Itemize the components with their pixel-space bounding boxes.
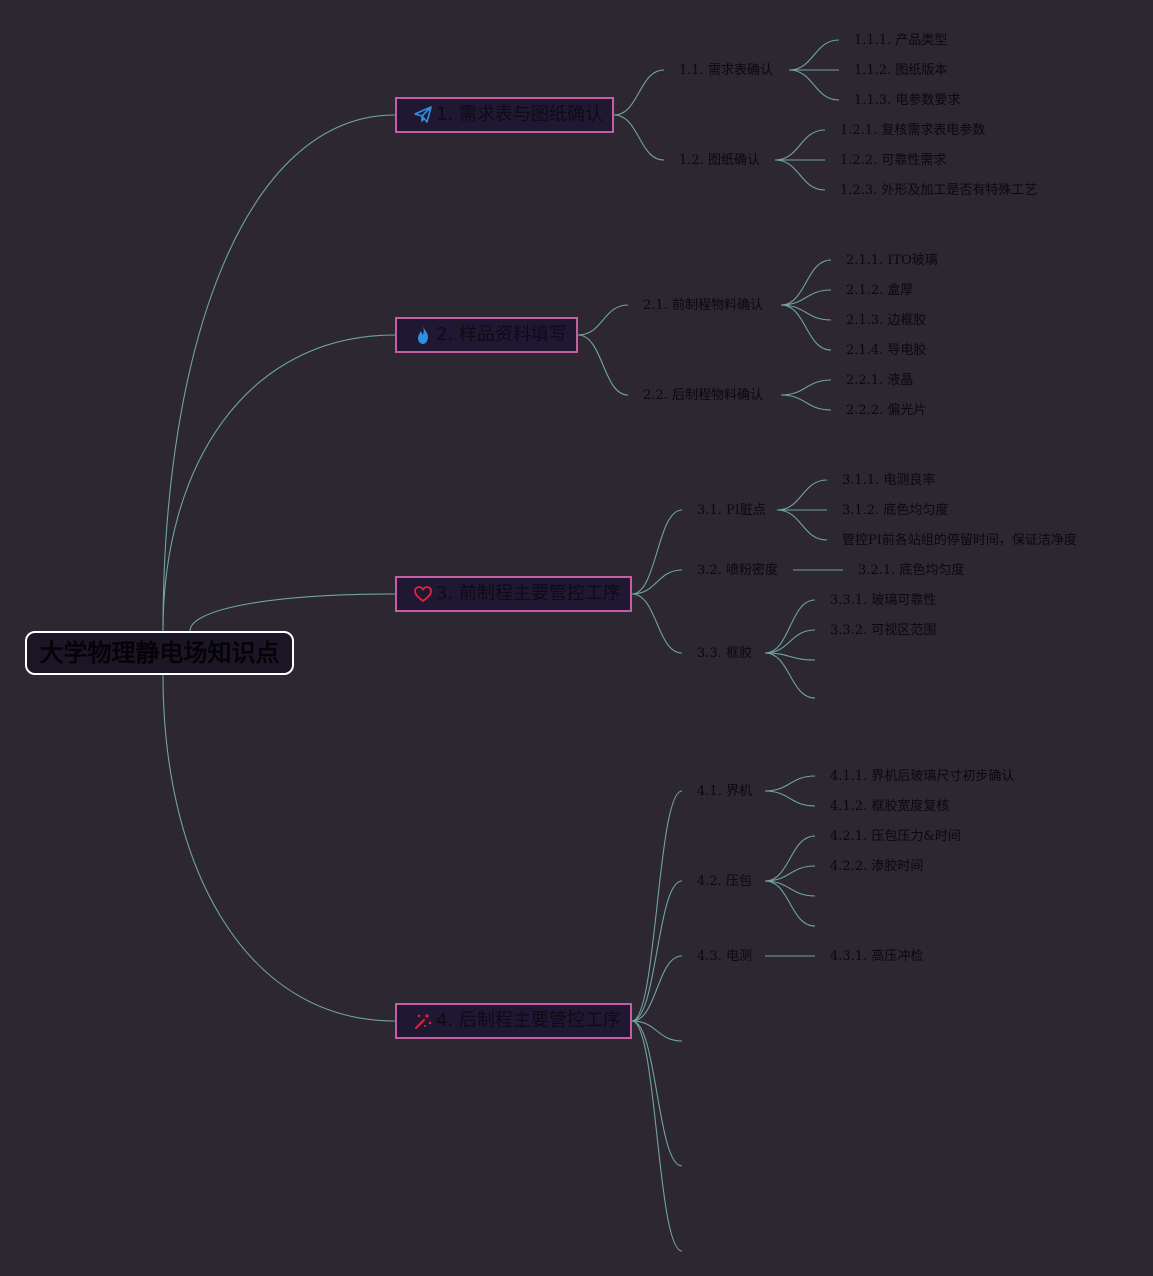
sub-node-3-3[interactable]: 3.3. 框胶 [697,646,752,661]
branch-label: 2. 样品资料填写 [436,324,567,345]
edge-sub-2-1-leaf-2 [780,289,832,306]
leaf-node-1-2-3[interactable]: 1.2.3. 外形及加工是否有特殊工艺 [840,183,1038,198]
leaf-node-2-1-4[interactable]: 2.1.4. 导电胶 [846,343,927,358]
edge-sub-3-1-leaf-1 [776,479,828,511]
edge-branch-1-sub-2 [613,114,665,161]
edge-sub-1-2-leaf-1 [774,129,826,161]
edge-sub-2-1-leaf-4 [780,304,832,351]
sub-node-4-3[interactable]: 4.3. 电测 [697,949,752,964]
edge-sub-3-3-leaf-1 [764,599,816,654]
edge-branch-3-sub-3 [631,593,683,654]
heart-icon [413,584,433,604]
sub-node-3-2[interactable]: 3.2. 喷粉密度 [697,563,778,578]
edge-branch-3-sub-2 [631,569,683,595]
edge-sub-3-3-leaf-3 [764,652,816,661]
sub-node-1-2[interactable]: 1.2. 图纸确认 [679,153,760,168]
leaf-node-1-2-2[interactable]: 1.2.2. 可靠性需求 [840,153,947,168]
branch-node-front-process[interactable]: 3. 前制程主要管控工序 [395,576,632,612]
edge-sub-2-2-leaf-2 [780,394,832,411]
sub-node-2-1[interactable]: 2.1. 前制程物料确认 [643,298,763,313]
branch-label: 1. 需求表与图纸确认 [436,104,603,125]
leaf-node-1-1-2[interactable]: 1.1.2. 图纸版本 [854,63,948,78]
leaf-node-4-2-2[interactable]: 4.2.2. 渗胶时间 [830,859,924,874]
branch-label: 4. 后制程主要管控工序 [436,1010,621,1031]
edge-branch-1-sub-1 [613,69,665,116]
leaf-node-3-2-1[interactable]: 3.2.1. 底色均匀度 [858,563,965,578]
edge-branch-4-sub-5 [631,1020,683,1167]
edge-sub-3-3-leaf-4 [764,652,816,699]
edge-sub-3-1-leaf-3 [776,509,828,541]
edge-branch-4-sub-3 [631,955,683,1022]
edge-branch-4-sub-2 [631,880,683,1022]
leaf-node-3-3-1[interactable]: 3.3.1. 玻璃可靠性 [830,593,937,608]
root-node[interactable]: 大学物理静电场知识点 [25,631,294,675]
edge-root-branch-3 [189,593,396,632]
leaf-node-3-3-2[interactable]: 3.3.2. 可视区范围 [830,623,937,638]
edge-sub-2-1-leaf-1 [780,259,832,306]
edge-sub-4-1-leaf-2 [764,790,816,807]
edge-sub-2-1-leaf-3 [780,304,832,321]
branch-node-requirements[interactable]: 1. 需求表与图纸确认 [395,97,614,133]
leaf-node-3-1-3[interactable]: 管控PI前各站组的停留时间，保证洁净度 [842,533,1077,548]
edge-sub-4-2-leaf-1 [764,835,816,882]
paper-plane-icon [413,105,433,125]
leaf-node-1-1-3[interactable]: 1.1.3. 电参数要求 [854,93,961,108]
edge-branch-4-sub-1 [631,790,683,1022]
edge-sub-3-3-leaf-2 [764,629,816,654]
edge-sub-1-1-leaf-1 [788,39,840,71]
leaf-node-3-1-2[interactable]: 3.1.2. 底色均匀度 [842,503,949,518]
edge-branch-4-sub-6 [631,1020,683,1252]
leaf-node-1-1-1[interactable]: 1.1.1. 产品类型 [854,33,948,48]
leaf-node-4-1-2[interactable]: 4.1.2. 框胶宽度复核 [830,799,950,814]
edge-sub-4-2-leaf-4 [764,880,816,927]
leaf-node-1-2-1[interactable]: 1.2.1. 复核需求表电参数 [840,123,986,138]
leaf-node-2-2-1[interactable]: 2.2.1. 液晶 [846,373,914,388]
edge-sub-4-2-leaf-2 [764,865,816,882]
branch-node-sample-data[interactable]: 2. 样品资料填写 [395,317,578,353]
edge-sub-1-1-leaf-3 [788,69,840,101]
fire-icon [413,325,433,345]
edge-sub-4-1-leaf-1 [764,775,816,792]
magic-wand-icon [413,1011,433,1031]
edge-root-branch-1 [162,114,396,632]
sub-node-3-1[interactable]: 3.1. PI脏点 [697,503,766,518]
sub-node-4-1[interactable]: 4.1. 界机 [697,784,752,799]
edge-branch-3-sub-1 [631,509,683,595]
sub-node-2-2[interactable]: 2.2. 后制程物料确认 [643,388,763,403]
leaf-node-3-1-1[interactable]: 3.1.1. 电测良率 [842,473,936,488]
edge-branch-2-sub-2 [577,334,629,396]
sub-node-4-2[interactable]: 4.2. 压包 [697,874,752,889]
leaf-node-2-1-3[interactable]: 2.1.3. 边框胶 [846,313,927,328]
leaf-node-2-2-2[interactable]: 2.2.2. 偏光片 [846,403,927,418]
leaf-node-2-1-2[interactable]: 2.1.2. 盒厚 [846,283,914,298]
leaf-node-4-1-1[interactable]: 4.1.1. 界机后玻璃尺寸初步确认 [830,769,1015,784]
edge-sub-2-2-leaf-1 [780,379,832,396]
edge-root-branch-4 [162,674,396,1022]
sub-node-1-1[interactable]: 1.1. 需求表确认 [679,63,773,78]
edge-branch-4-sub-4 [631,1020,683,1042]
leaf-node-2-1-1[interactable]: 2.1.1. ITO玻璃 [846,253,938,268]
edge-sub-4-2-leaf-3 [764,880,816,897]
edge-root-branch-2 [162,334,396,632]
leaf-node-4-2-1[interactable]: 4.2.1. 压包压力&时间 [830,829,961,844]
branch-node-back-process[interactable]: 4. 后制程主要管控工序 [395,1003,632,1039]
branch-label: 3. 前制程主要管控工序 [436,583,621,604]
edge-branch-2-sub-1 [577,304,629,336]
edge-sub-1-2-leaf-3 [774,159,826,191]
leaf-node-4-3-1[interactable]: 4.3.1. 高压冲检 [830,949,924,964]
